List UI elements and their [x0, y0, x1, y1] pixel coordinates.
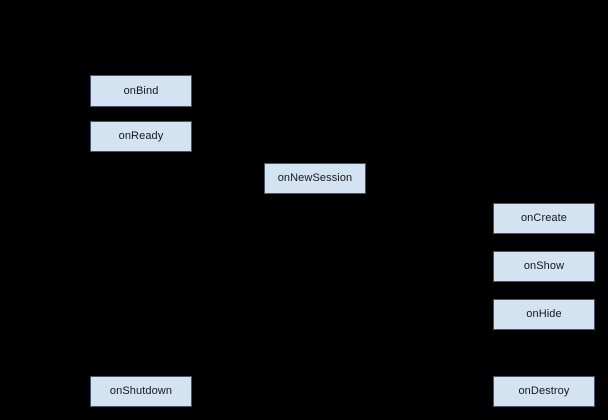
node-on-new-session[interactable]: onNewSession [264, 163, 366, 194]
node-label-on-show: onShow [523, 260, 565, 272]
node-on-show[interactable]: onShow [493, 251, 595, 282]
node-on-hide[interactable]: onHide [493, 299, 595, 330]
node-label-on-bind: onBind [123, 84, 159, 97]
node-on-shutdown[interactable]: onShutdown [90, 376, 192, 407]
node-label-on-new-session: onNewSession [277, 172, 353, 184]
node-on-create[interactable]: onCreate [493, 203, 595, 234]
node-on-ready[interactable]: onReady [90, 121, 192, 152]
node-label-on-shutdown: onShutdown [109, 385, 173, 397]
node-label-on-hide: onHide [526, 308, 562, 320]
node-label-on-create: onCreate [520, 212, 568, 224]
node-label-on-ready: onReady [118, 130, 164, 142]
node-on-bind[interactable]: onBind [90, 75, 192, 107]
node-label-on-destroy: onDestroy [518, 385, 570, 397]
node-on-destroy[interactable]: onDestroy [493, 376, 595, 407]
